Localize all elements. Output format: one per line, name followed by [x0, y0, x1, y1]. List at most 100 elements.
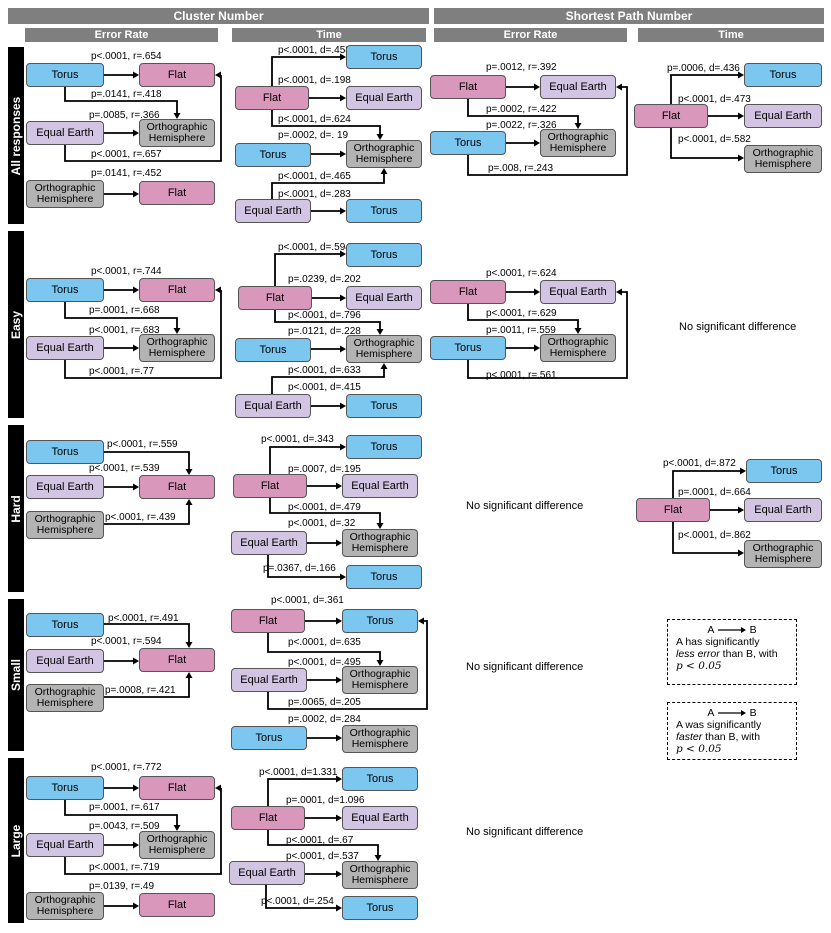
edge-label: p=.0121, d=.228	[288, 326, 361, 337]
node-equal-earth: Equal Earth	[540, 280, 616, 304]
edge-label: p<.0001, d=.415	[288, 382, 361, 393]
arrowhead-icon	[534, 139, 540, 147]
edge-arrow-t-to-f	[104, 623, 193, 648]
arrowhead-icon	[133, 483, 139, 491]
node-torus: Torus	[342, 896, 418, 920]
edge-label: p<.0001, r=.744	[91, 266, 162, 277]
edge-arrow-e-to-o	[307, 676, 342, 684]
arrowhead-icon	[336, 775, 342, 783]
edge-arrow-e-to-f	[104, 483, 139, 491]
edge-line	[467, 304, 579, 328]
edge-arrow-e-to-o	[104, 841, 139, 849]
edge-label: p=.0065, d=.205	[288, 697, 361, 708]
cluster-error-rate-header: Error Rate	[25, 28, 218, 42]
arrowhead-icon	[376, 660, 384, 666]
arrowhead-icon	[340, 150, 346, 158]
edge-line	[64, 302, 178, 328]
node-equal-earth: Equal Earth	[231, 668, 307, 692]
node-torus: Torus	[346, 243, 422, 267]
edge-arrow-e-to-f	[104, 657, 139, 665]
edge-label: p=.0367, d=.166	[263, 563, 336, 574]
row-label-hard: Hard	[8, 425, 24, 592]
edge-arrow-f-to-t	[271, 53, 346, 86]
legend-time-line2-rest: than B, with	[702, 731, 761, 743]
edge-label: p<.0001, d=.796	[288, 310, 361, 321]
node-orthographic-hemisphere: Orthographic Hemisphere	[342, 666, 418, 694]
edge-label: p=.0008, r=.421	[105, 685, 176, 696]
arrowhead-icon	[534, 83, 540, 91]
arrowhead-icon	[133, 129, 139, 137]
node-flat: Flat	[139, 776, 215, 800]
node-torus: Torus	[235, 338, 311, 362]
arrowhead-icon	[215, 784, 221, 792]
node-torus: Torus	[342, 609, 418, 633]
edge-label: p<.0001, d=.32	[288, 518, 356, 529]
node-flat: Flat	[430, 75, 506, 99]
node-orthographic-hemisphere: Orthographic Hemisphere	[540, 129, 616, 157]
edge-arrow-e-to-o	[104, 344, 139, 352]
edge-arrow-o2-to-f2	[104, 190, 139, 198]
edge-line	[64, 788, 222, 875]
edge-label: p=.0012, r=.392	[486, 62, 557, 73]
edge-label: p=.0011, r=.559	[486, 325, 556, 336]
arrowhead-icon	[738, 71, 744, 79]
edge-label: p<.0001, r=.719	[89, 862, 160, 873]
edge-arrow-e-to-o	[104, 129, 139, 137]
edge-label: p<.0001, d=.67	[286, 835, 354, 846]
edge-line	[267, 555, 340, 578]
node-orthographic-hemisphere: Orthographic Hemisphere	[139, 831, 215, 859]
legend-time-line1: A was significantly	[676, 719, 762, 731]
arrowhead-icon	[340, 294, 346, 302]
node-torus: Torus	[231, 726, 307, 750]
edge-label: p<.0001, d=.872	[663, 458, 736, 469]
arrowhead-icon	[215, 286, 221, 294]
arrowhead-icon	[380, 363, 388, 369]
arrow-right-icon	[717, 710, 746, 717]
no-significant-difference-small-shortest-error: No significant difference	[466, 661, 584, 673]
arrowhead-icon	[740, 467, 746, 475]
arrowhead-icon	[133, 71, 139, 79]
edge-arrow-f-to-o	[467, 304, 582, 334]
edge-line	[104, 505, 190, 525]
edge-label: p<.0001, d=1.331	[259, 767, 338, 778]
legend-error-line3: p < 0.05	[676, 660, 722, 672]
arrowhead-icon	[534, 344, 540, 352]
cluster-time-header: Time	[232, 28, 426, 42]
edge-line	[104, 678, 190, 698]
arrowhead-icon	[173, 825, 181, 831]
node-flat: Flat	[139, 181, 215, 205]
edge-arrow-e-to-f	[64, 71, 222, 162]
node-equal-earth: Equal Earth	[235, 199, 311, 223]
arrowhead-icon	[738, 112, 744, 120]
node-orthographic-hemisphere: Orthographic Hemisphere	[342, 725, 418, 753]
edge-label: p<.0001, r=.594	[91, 636, 162, 647]
legend-error-line2: less error than B, with	[676, 648, 788, 660]
edge-label: p<.0001, r=.772	[91, 762, 162, 773]
node-equal-earth: Equal Earth	[26, 475, 104, 499]
legend-error-line1: A has significantly	[676, 636, 760, 648]
arrowhead-icon	[340, 250, 346, 258]
edge-arrow-f-to-e	[307, 482, 342, 490]
edge-line	[271, 110, 381, 134]
edge-line	[64, 800, 178, 825]
node-torus: Torus	[346, 565, 422, 589]
legend-a: A	[707, 707, 714, 719]
edge-arrow-e2-to-o	[271, 363, 388, 394]
edge-arrow-f-to-e	[305, 814, 342, 822]
edge-arrow-t-to-o	[506, 139, 540, 147]
node-orthographic-hemisphere: Orthographic Hemisphere	[346, 140, 422, 168]
edge-label: p<.0001, r=.654	[91, 51, 162, 62]
node-orthographic-hemisphere: Orthographic Hemisphere	[139, 334, 215, 362]
node-torus: Torus	[26, 63, 104, 87]
edge-arrow-o2-to-f2	[104, 902, 139, 910]
node-torus: Torus	[346, 394, 422, 418]
node-orthographic-hemisphere: Orthographic Hemisphere	[342, 861, 418, 889]
edge-arrow-f-to-e	[710, 506, 744, 514]
edge-arrow-t-to-o	[506, 344, 540, 352]
node-torus: Torus	[26, 440, 104, 464]
